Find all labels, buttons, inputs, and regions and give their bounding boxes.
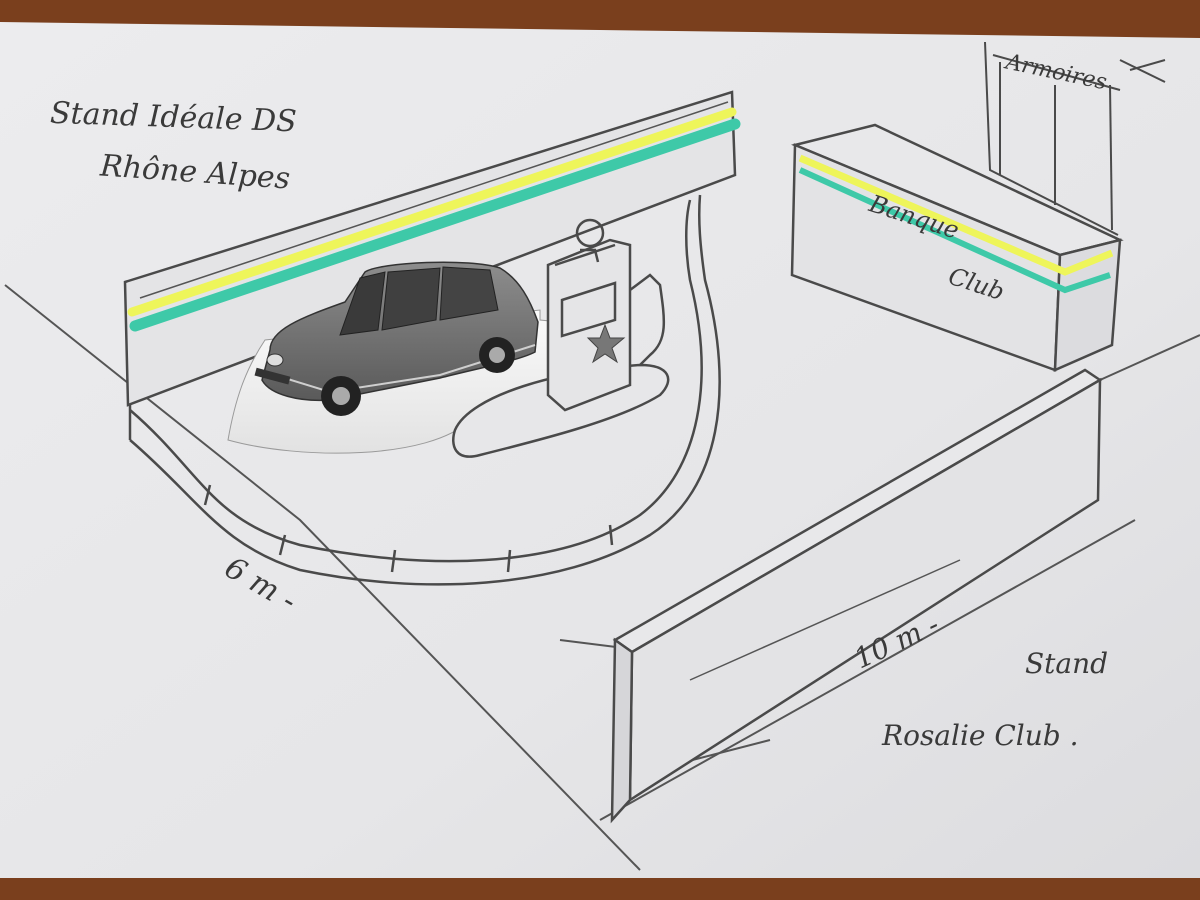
- dimension-line-10m: [689, 559, 961, 681]
- banque-club-counter: [790, 123, 1124, 372]
- rosalie-club-wall: [610, 368, 1103, 824]
- stand-label: Stand: [1025, 647, 1109, 680]
- fuel-pump: [452, 218, 670, 458]
- floor-platform: [128, 194, 721, 586]
- car-image: [254, 261, 539, 416]
- rosalie-club-label: Rosalie Club .: [882, 719, 1079, 752]
- armoires-cabinet: [984, 41, 1166, 236]
- title-line-1: Stand Idéale DS: [49, 95, 298, 140]
- back-wall: [123, 90, 741, 407]
